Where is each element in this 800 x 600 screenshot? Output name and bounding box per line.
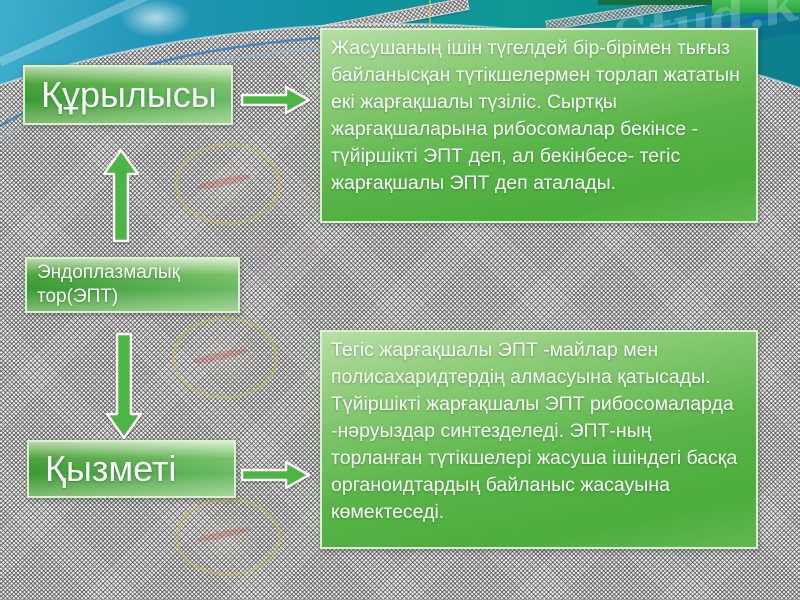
structure-label: Құрылысы: [41, 74, 217, 115]
watermark-blob: [108, 0, 203, 44]
arrow-down-icon: [105, 332, 143, 440]
function-description: Тегіс жарғақшалы ЭПТ -майлар мен полисах…: [331, 339, 738, 523]
arrow-right-structure-icon: [240, 85, 311, 115]
arrow-up-icon: [102, 148, 140, 243]
corner-strip: [598, 0, 800, 5]
watermark-logo-ring: [175, 143, 281, 225]
function-label-box: Қызметі: [27, 440, 236, 498]
topic-box: Эндоплазмалық тор(ЭПТ): [25, 257, 240, 313]
function-label: Қызметі: [45, 448, 177, 489]
topic-line1: Эндоплазмалық: [37, 262, 180, 283]
function-description-box: Тегіс жарғақшалы ЭПТ -майлар мен полисах…: [320, 330, 758, 549]
structure-description-box: Жасушаның ішін түгелдей бір-бірімен тығы…: [320, 28, 758, 223]
structure-description: Жасушаның ішін түгелдей бір-бірімен тығы…: [331, 37, 740, 194]
corner-green-block: [712, 0, 800, 13]
watermark-logo-ring: [175, 498, 281, 576]
topic-line2: тор(ЭПТ): [37, 286, 119, 307]
watermark-logo-ring: [172, 317, 278, 399]
arrow-right-function-icon: [240, 460, 311, 490]
structure-label-box: Құрылысы: [23, 65, 233, 125]
